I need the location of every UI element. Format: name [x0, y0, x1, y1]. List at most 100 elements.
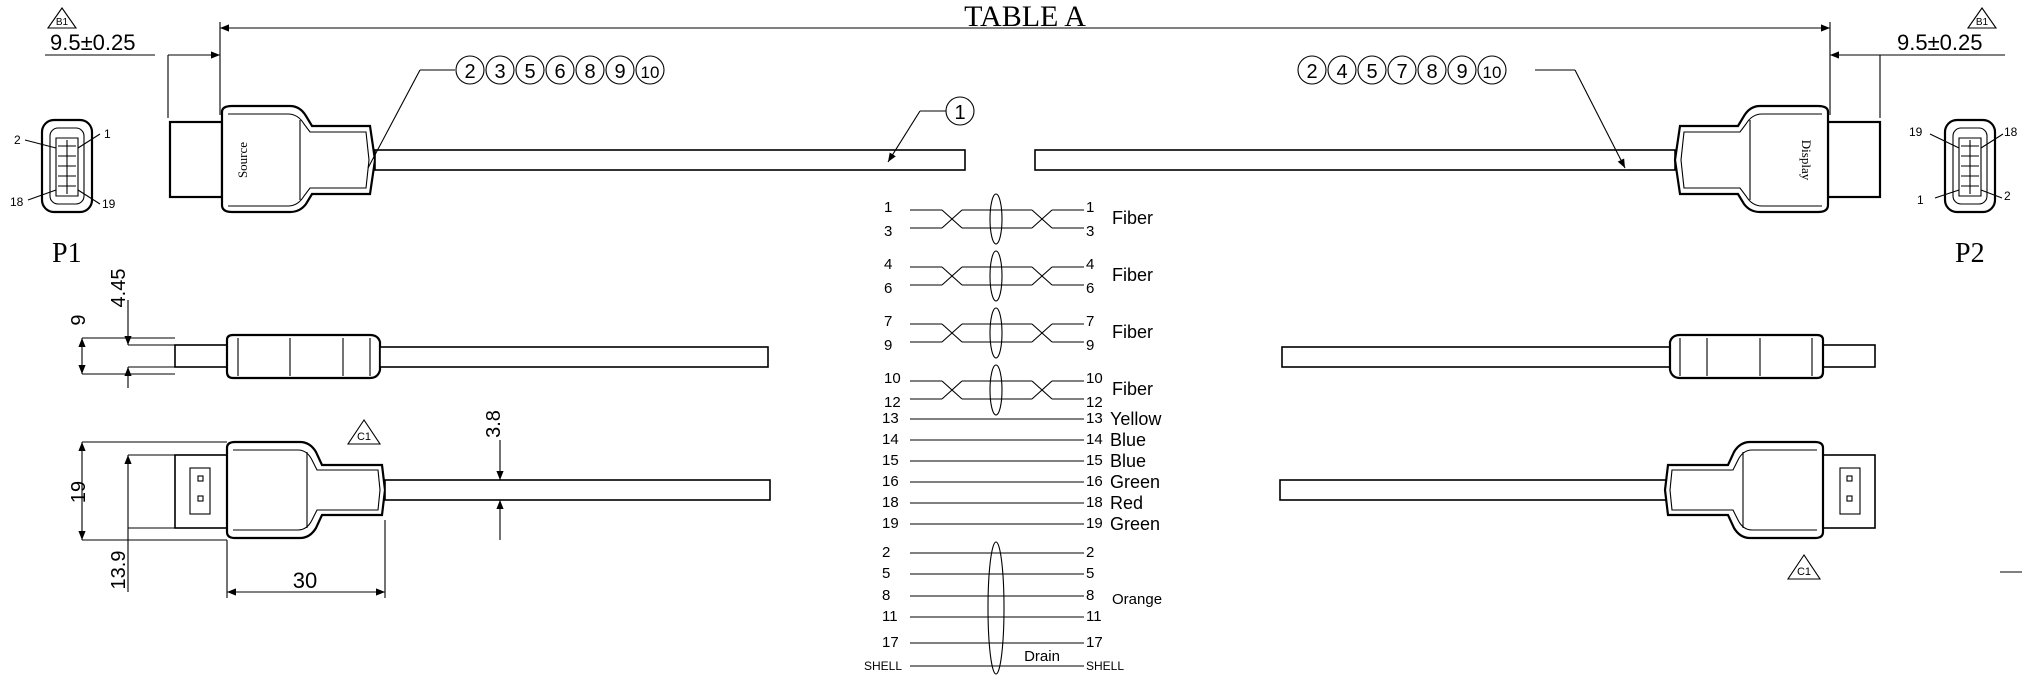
right-end-offset-value: 9.5±0.25: [1897, 30, 1982, 55]
right-callout-5: 5: [1357, 55, 1387, 85]
group-left-pin: 5: [882, 565, 890, 582]
single-color: Red: [1110, 493, 1143, 513]
right-callout-7: 7: [1387, 55, 1417, 85]
group-left-pin: 8: [882, 587, 890, 604]
group-right-pin: 5: [1086, 565, 1094, 582]
overmold-length-dim: 30: [293, 568, 317, 593]
svg-text:10: 10: [1483, 63, 1502, 82]
svg-text:2: 2: [1306, 61, 1317, 83]
side-view-left: 9 4.45: [68, 269, 769, 388]
top-view-left-cable: [374, 149, 966, 171]
p1-pin-2: 2: [14, 133, 21, 147]
pair-label: Fiber: [1112, 208, 1153, 228]
svg-text:5: 5: [524, 61, 535, 83]
plug-thickness-dim: 9: [68, 314, 90, 325]
left-callout-10: 10: [635, 55, 665, 85]
pair-label: Fiber: [1112, 265, 1153, 285]
group-left-pin: 2: [882, 544, 890, 561]
single-left-pin: 18: [882, 494, 899, 511]
svg-text:8: 8: [1426, 61, 1437, 83]
group-left-pin: 17: [882, 634, 899, 651]
single-left-pin: 13: [882, 410, 899, 427]
revision-triangle-c1-left: C1: [346, 419, 382, 445]
pair-left-pin: 4: [884, 256, 892, 273]
revision-triangle-b1-left: B1: [46, 7, 78, 29]
svg-text:C1: C1: [1797, 566, 1811, 578]
group-right-pin: SHELL: [1086, 659, 1124, 673]
svg-text:3: 3: [494, 61, 505, 83]
p2-pin-1: 1: [1917, 193, 1924, 207]
revision-triangle-b1-right: B1: [1966, 7, 1998, 29]
svg-text:6: 6: [554, 61, 565, 83]
top-view-right-connector: Display: [1673, 104, 1882, 214]
cable-callout-number: 1: [954, 102, 965, 124]
overmold-height-dim: 19: [68, 481, 90, 503]
overall-length-dimension: TABLE A: [219, 0, 1831, 115]
pair-left-pin: 9: [884, 337, 892, 354]
p2-label: P2: [1955, 238, 1985, 269]
p1-connector-face: 2 1 18 19 P1: [10, 118, 116, 269]
right-callout-2: 2: [1297, 55, 1327, 85]
pair-right-pin: 7: [1086, 313, 1094, 330]
revision-triangle-c1-right: C1: [1786, 554, 1822, 580]
svg-text:4: 4: [1336, 61, 1347, 83]
svg-text:9: 9: [614, 61, 625, 83]
left-end-offset-value: 9.5±0.25: [50, 30, 135, 55]
svg-text:7: 7: [1396, 61, 1407, 83]
p2-connector-face: 19 18 1 2 P2: [1909, 118, 2018, 269]
pair-right-pin: 3: [1086, 223, 1094, 240]
group-left-pin: SHELL: [864, 659, 902, 673]
single-right-pin: 16: [1086, 473, 1103, 490]
p1-pin-19: 19: [102, 197, 116, 211]
source-body-text: Source: [235, 142, 250, 178]
svg-text:B1: B1: [56, 17, 69, 28]
right-callout-10: 10: [1477, 55, 1507, 85]
single-color: Blue: [1110, 430, 1146, 450]
left-callout-9: 9: [605, 55, 635, 85]
pair-right-pin: 1: [1086, 199, 1094, 216]
p1-pin-1: 1: [104, 127, 111, 141]
right-end-offset-dimension: 9.5±0.25 B1: [1830, 7, 2005, 118]
p1-label: P1: [52, 238, 82, 269]
svg-text:B1: B1: [1976, 17, 1989, 28]
single-right-pin: 15: [1086, 452, 1103, 469]
pair-right-pin: 4: [1086, 256, 1094, 273]
group-right-pin: 11: [1086, 608, 1102, 625]
single-right-pin: 18: [1086, 494, 1103, 511]
display-body-text: Display: [1799, 140, 1814, 181]
single-color: Yellow: [1110, 409, 1162, 429]
table-a-title: TABLE A: [964, 0, 1086, 33]
right-callout-9: 9: [1447, 55, 1477, 85]
single-left-pin: 14: [882, 431, 899, 448]
pair-left-pin: 10: [884, 370, 901, 387]
single-color: Green: [1110, 514, 1160, 534]
group-left-pin: 11: [882, 608, 898, 625]
p2-pin-18: 18: [2004, 125, 2018, 139]
single-left-pin: 15: [882, 452, 899, 469]
top-view-left-connector: Source: [168, 104, 377, 214]
left-callout-2: 2: [455, 55, 485, 85]
single-right-pin: 19: [1086, 515, 1103, 532]
right-callout-8: 8: [1417, 55, 1447, 85]
right-callout-4: 4: [1327, 55, 1357, 85]
single-color: Green: [1110, 472, 1160, 492]
cable-diameter-dim: 3.8: [483, 410, 505, 438]
top-view-right-cable: [1034, 149, 1676, 171]
single-left-pin: 16: [882, 473, 899, 490]
svg-text:2: 2: [464, 61, 475, 83]
single-wire-18: 18 18 Red: [882, 493, 1143, 513]
single-right-pin: 13: [1086, 410, 1103, 427]
single-wire-13: 13 13 Yellow: [882, 409, 1162, 429]
single-wire-16: 16 16 Green: [882, 472, 1160, 492]
wiring-schematic: 1313Fiber4646Fiber7979Fiber10121012Fiber…: [864, 193, 1162, 675]
